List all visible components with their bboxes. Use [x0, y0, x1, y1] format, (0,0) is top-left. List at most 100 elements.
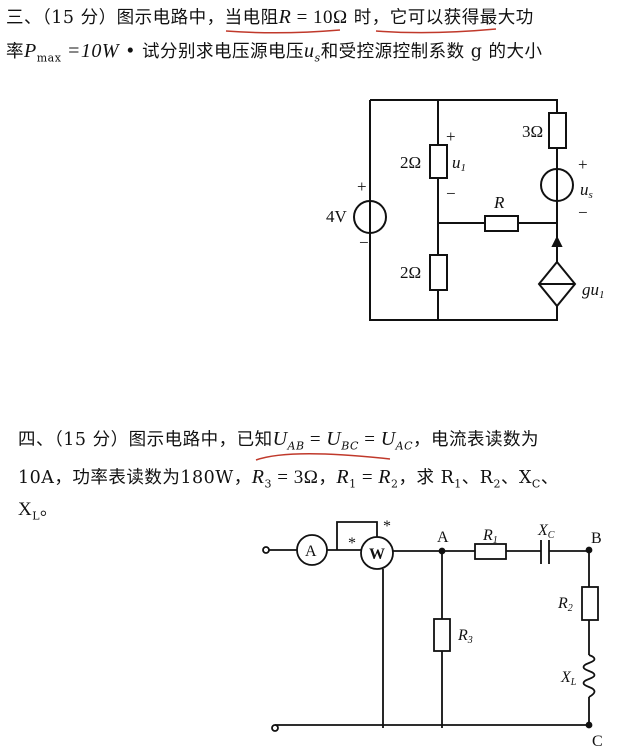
- plus-label: +: [357, 177, 367, 196]
- problem3-line1: 三、（15 分）图示电路中，当电阻R = 10Ω 时，它可以获得最大功: [6, 4, 534, 29]
- math-r: R: [336, 466, 350, 488]
- math-r: R: [378, 466, 392, 488]
- resistor-r2: [581, 586, 599, 621]
- xc-label: XC: [537, 522, 555, 541]
- math-sub: BC: [341, 439, 359, 453]
- math-sub: s: [314, 51, 321, 65]
- inductor-xl: [582, 654, 596, 698]
- wattmeter-label: W: [369, 546, 385, 563]
- sub: L: [32, 509, 41, 523]
- terminal: [262, 546, 270, 554]
- text: 时，: [347, 8, 390, 28]
- problem4-line1: 四、（15 分）图示电路中，已知UAB = UBC = UAC，电流表读数为: [18, 426, 539, 453]
- problem3-line2: 率Pmax =10W • 试分别求电压源电压us和受控源控制系数 g 的大小: [6, 38, 543, 65]
- source-label: 4V: [326, 207, 348, 226]
- minus-label: −: [578, 203, 588, 222]
- text: 、R: [461, 468, 494, 488]
- resistor-r3: [433, 618, 451, 652]
- math-value: = 3Ω: [272, 467, 319, 488]
- resistor-r: [484, 215, 519, 232]
- arrow-icon: [551, 235, 563, 247]
- resistor-label: 3Ω: [522, 122, 543, 141]
- text: ，电流表读数为: [413, 430, 540, 450]
- math-sub: max: [36, 51, 62, 65]
- math-r: R: [278, 6, 292, 28]
- math-u: U: [380, 428, 396, 450]
- underline-mark: [375, 28, 497, 34]
- text: 。: [40, 500, 59, 520]
- text: X: [18, 499, 33, 520]
- dependent-current-source: [537, 260, 577, 308]
- circuit-problem3: [353, 99, 577, 321]
- text: 和受控源控制系数 g 的大小: [320, 42, 543, 62]
- text: 它可以获得最大功: [389, 8, 534, 28]
- resistor-label: 2Ω: [400, 263, 421, 282]
- math-value: =10W: [61, 40, 120, 62]
- circuit-problem4: [262, 521, 599, 732]
- math-sub: AC: [395, 439, 414, 453]
- math-p: P: [24, 40, 37, 62]
- gu1-label: gu1: [582, 280, 605, 301]
- plus-label: +: [578, 155, 588, 174]
- circuit-problem3-labels: + 4V − 2Ω + u1 − R 3Ω + us − 2Ω gu1: [326, 122, 605, 301]
- r3-label: R3: [457, 627, 473, 646]
- u1-label: u1: [452, 153, 466, 174]
- r1-label: R1: [482, 527, 498, 546]
- math-u: u: [304, 40, 315, 62]
- node-a-label: A: [437, 529, 449, 546]
- math-sub: 2: [391, 477, 399, 491]
- text: ，求 R: [398, 468, 455, 488]
- minus-label: −: [359, 233, 369, 252]
- resistor-2ohm-top: [429, 144, 448, 179]
- text: 四、（15 分）图示电路中，已知: [18, 430, 273, 450]
- text: 三、（15 分）图示电路中，当: [6, 8, 243, 28]
- xl-label: XL: [560, 669, 577, 688]
- underline-mark: [225, 29, 341, 34]
- sub: C: [531, 477, 541, 491]
- text: 、: [540, 468, 559, 488]
- text: 率: [6, 42, 24, 62]
- math-sub: 1: [349, 477, 357, 491]
- r2-label: R2: [557, 595, 573, 614]
- node-c-label: C: [592, 733, 603, 750]
- wattmeter: [360, 536, 394, 570]
- sub: 1: [454, 477, 462, 491]
- resistor-r1: [474, 543, 507, 560]
- ammeter-label: A: [305, 543, 317, 560]
- circuit-problem4-labels: A W * * A R1 XC B R2 R3 XL C: [305, 518, 603, 750]
- resistor-label: 2Ω: [400, 153, 421, 172]
- plus-label: +: [446, 127, 456, 146]
- text: • 试分别求电压源电压: [119, 42, 305, 62]
- resistor-label: R: [493, 193, 505, 212]
- us-label: us: [580, 180, 593, 201]
- ammeter: [296, 534, 328, 566]
- node-b-dot: [585, 546, 593, 554]
- problem4-line3: XL。: [18, 496, 58, 523]
- math-eq: =: [358, 429, 381, 450]
- math-value: = 10Ω: [291, 7, 348, 28]
- text: 电阻: [242, 8, 279, 28]
- math-eq: =: [356, 467, 379, 488]
- text: ，: [318, 468, 337, 488]
- node-b-label: B: [591, 530, 602, 547]
- math-u: U: [272, 428, 288, 450]
- text: 、X: [500, 468, 532, 488]
- math-sub: AB: [287, 439, 305, 453]
- minus-label: −: [446, 184, 456, 203]
- sub: 2: [493, 477, 501, 491]
- star-mark: *: [348, 535, 356, 552]
- node-a-dot: [438, 547, 446, 555]
- resistor-3ohm: [548, 112, 567, 149]
- math-eq: =: [304, 429, 327, 450]
- problem4-line2: 10A，功率表读数为180W，R3 = 3Ω，R1 = R2，求 R1、R2、X…: [18, 464, 559, 491]
- wires: [369, 99, 558, 321]
- text: 10A，功率表读数为180W，: [18, 468, 252, 488]
- capacitor-xc: [540, 540, 550, 564]
- terminal: [271, 724, 279, 732]
- underline-mark: [255, 453, 391, 461]
- node-c-dot: [585, 721, 593, 729]
- math-sub: 3: [264, 477, 273, 491]
- star-mark: *: [383, 518, 391, 535]
- math-u: U: [326, 428, 342, 450]
